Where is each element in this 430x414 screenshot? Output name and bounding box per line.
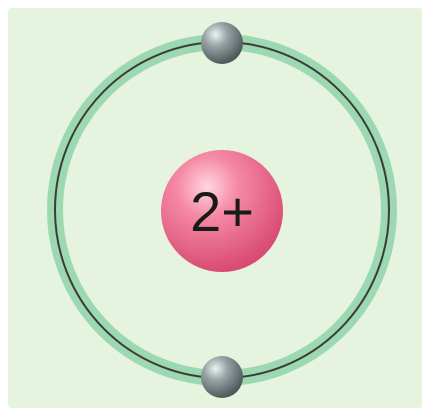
electron-top xyxy=(201,22,243,64)
electron-icon xyxy=(201,22,243,64)
electron-icon xyxy=(201,356,243,398)
nucleus-charge-label: 2+ xyxy=(190,180,254,243)
nucleus-icon: 2+ xyxy=(161,150,283,272)
electron-bottom xyxy=(201,356,243,398)
